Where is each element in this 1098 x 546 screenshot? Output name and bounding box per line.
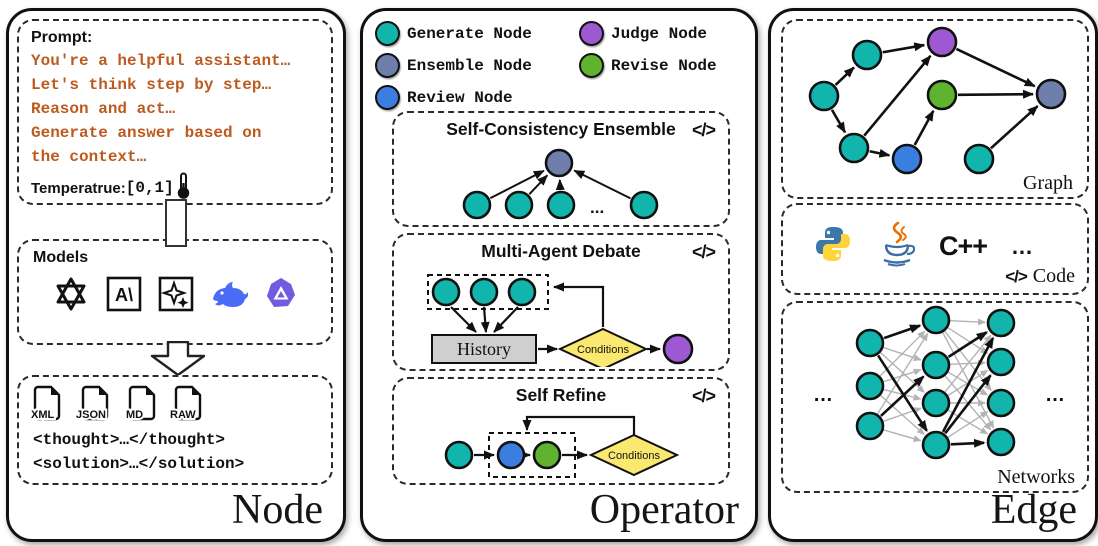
networks-diagram: ……: [813, 305, 1065, 460]
svg-text:…: …: [813, 384, 833, 406]
thought-tag-line: <thought>…</thought>: [33, 431, 226, 449]
anthropic-icon: A\: [106, 276, 142, 317]
python-icon: [813, 224, 853, 269]
code-box: C++ … </> Code: [781, 203, 1089, 295]
json-file-icon: JSON: [74, 385, 115, 428]
raw-file-icon: RAW: [168, 385, 207, 428]
code-icon: </>: [691, 386, 716, 406]
prompt-line: Generate answer based on: [31, 124, 262, 142]
connector-rect: [165, 199, 187, 247]
prompt-line: Reason and act…: [31, 100, 176, 118]
revise-node-dot: [579, 53, 604, 78]
legend-item-generate: Generate Node: [375, 21, 532, 46]
multi-agent-debate-diagram: History Conditions: [427, 274, 694, 367]
code-icon: </>: [691, 242, 716, 262]
models-title: Models: [33, 249, 89, 266]
deepseek-icon: [210, 279, 249, 314]
self-refine-diagram: Conditions: [444, 415, 680, 478]
md-file-icon: MD: [124, 385, 159, 428]
networks-caption: Networks: [997, 466, 1075, 488]
networks-box: …… Networks: [781, 301, 1089, 493]
svg-text:MD: MD: [126, 409, 143, 421]
openai-icon: [52, 275, 90, 318]
temperature-label: Temperatrue:: [31, 179, 126, 197]
code-caption-word: Code: [1032, 265, 1075, 287]
operator-box-title: Self Refine: [515, 385, 607, 405]
prompt-line: Let's think step by step…: [31, 76, 272, 94]
edge-panel: Graph: [768, 8, 1098, 542]
svg-text:…: …: [1045, 384, 1065, 406]
svg-text:Conditions: Conditions: [608, 450, 660, 462]
temperature-value: [0,1]: [125, 179, 174, 197]
down-arrow-icon: [149, 340, 207, 382]
judge-node-dot: [579, 21, 604, 46]
prompt-box: Prompt: You're a helpful assistant… Let'…: [17, 19, 333, 205]
thermometer-icon: [176, 172, 191, 204]
java-icon: [877, 221, 916, 272]
ensemble-node-dot: [375, 53, 400, 78]
svg-text:...: ...: [590, 198, 604, 217]
svg-text:Conditions: Conditions: [577, 344, 629, 356]
models-box: Models A\: [17, 239, 333, 345]
code-ellipsis: …: [1011, 233, 1036, 259]
operator-box-title: Self-Consistency Ensemble: [446, 119, 676, 139]
review-node-dot: [375, 85, 400, 110]
code-caption: </> Code: [1005, 265, 1075, 288]
self-refine-box: Self Refine </> Conditions: [392, 377, 730, 485]
svg-text:A\: A\: [115, 285, 133, 305]
output-box: XML JSON MD: [17, 375, 333, 485]
cpp-icon: C++: [939, 231, 988, 261]
solution-tag-line: <solution>…</solution>: [33, 455, 245, 473]
graph-caption: Graph: [1023, 172, 1073, 194]
self-consistency-diagram: ...: [462, 148, 659, 220]
prompt-line: You're a helpful assistant…: [31, 52, 291, 70]
self-consistency-box: Self-Consistency Ensemble </> ...: [392, 111, 730, 227]
operator-panel-label: Operator: [589, 487, 739, 533]
edge-panel-label: Edge: [990, 487, 1077, 533]
legend-item-review: Review Node: [375, 85, 513, 110]
svg-text:JSON: JSON: [76, 409, 106, 421]
xml-file-icon: XML: [29, 385, 65, 428]
legend-label: Review Node: [407, 88, 513, 107]
legend-label: Judge Node: [611, 24, 708, 43]
legend-item-judge: Judge Node: [579, 21, 707, 46]
graph-box: Graph: [781, 19, 1089, 199]
legend-item-revise: Revise Node: [579, 53, 717, 78]
gemini-icon: [158, 276, 194, 317]
graph-diagram: [808, 26, 1067, 175]
code-icon: </>: [1005, 267, 1028, 286]
legend-label: Ensemble Node: [407, 56, 532, 75]
operator-panel: Generate Node Judge Node Ensemble Node R…: [360, 8, 758, 542]
node-panel-label: Node: [232, 487, 323, 533]
legend-label: Generate Node: [407, 24, 532, 43]
prompt-title: Prompt:: [31, 29, 93, 46]
svg-text:RAW: RAW: [170, 409, 196, 421]
svg-text:History: History: [457, 339, 511, 359]
generate-node-dot: [375, 21, 400, 46]
multi-agent-debate-box: Multi-Agent Debate </> History Conditions: [392, 233, 730, 371]
legend-item-ensemble: Ensemble Node: [375, 53, 532, 78]
legend-label: Revise Node: [611, 56, 717, 75]
operator-box-title: Multi-Agent Debate: [481, 241, 641, 261]
svg-text:XML: XML: [31, 409, 55, 421]
node-panel: Prompt: You're a helpful assistant… Let'…: [6, 8, 346, 542]
code-icon: </>: [691, 120, 716, 140]
qwen-icon: [264, 277, 298, 316]
prompt-line: the context…: [31, 148, 147, 166]
